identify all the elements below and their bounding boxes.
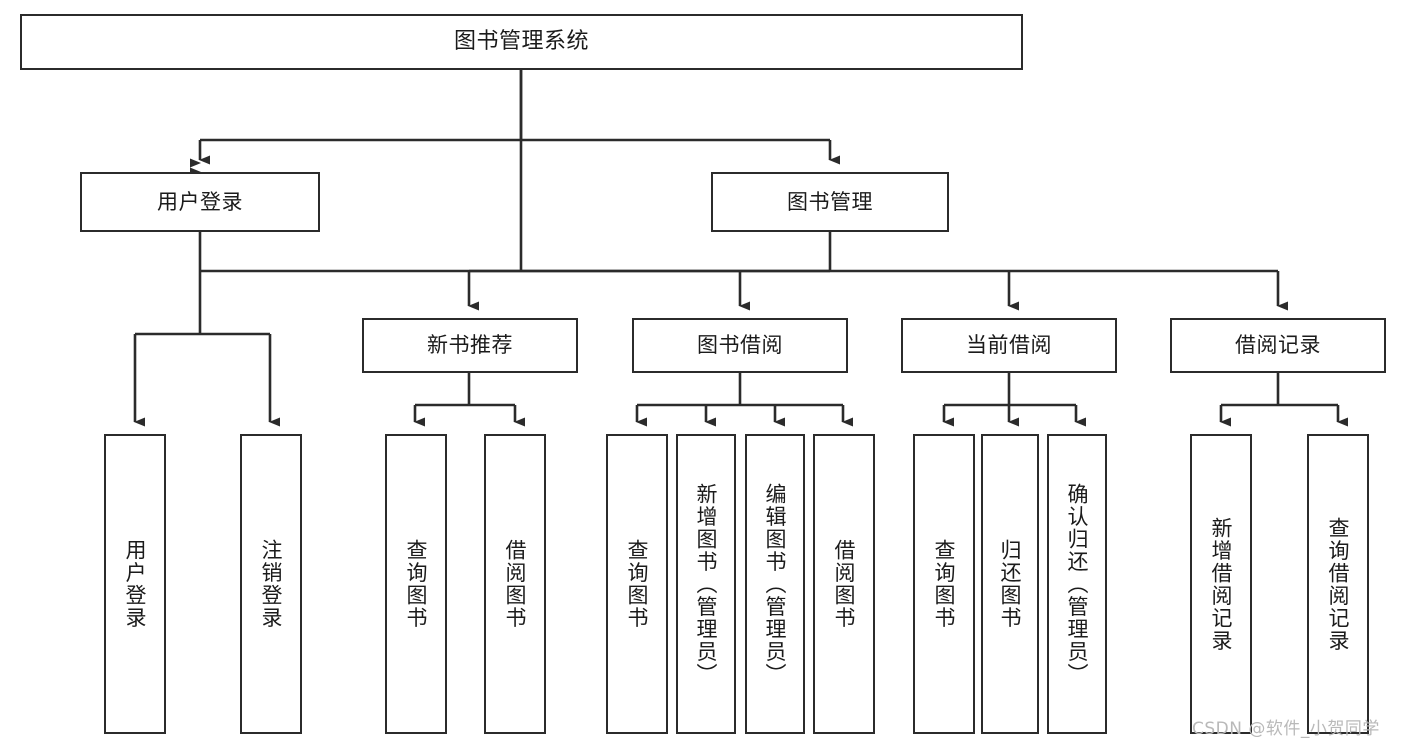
node-label: 借阅图书 xyxy=(832,539,857,629)
node-label: 图书管理系统 xyxy=(453,29,589,55)
node-leaf-edit-book[interactable]: 编辑图书（管理员） xyxy=(745,434,805,734)
node-user-login[interactable]: 用户登录 xyxy=(80,172,320,232)
node-label: 查询图书 xyxy=(932,539,957,629)
node-leaf-user-logout[interactable]: 注销登录 xyxy=(240,434,302,734)
node-leaf-user-login[interactable]: 用户登录 xyxy=(104,434,166,734)
node-leaf-query-book-recommend[interactable]: 查询图书 xyxy=(385,434,447,734)
node-label: 图书管理 xyxy=(787,189,873,214)
node-root-book-management-system[interactable]: 图书管理系统 xyxy=(20,14,1023,70)
node-label: 借阅记录 xyxy=(1235,333,1321,358)
node-label: 借阅图书 xyxy=(503,539,528,629)
node-current-borrow[interactable]: 当前借阅 xyxy=(901,318,1117,373)
node-label: 新增借阅记录 xyxy=(1209,516,1234,652)
node-leaf-confirm-return[interactable]: 确认归还（管理员） xyxy=(1047,434,1107,734)
node-label: 注销登录 xyxy=(259,539,284,629)
node-label: 查询图书 xyxy=(625,539,650,629)
node-label: 归还图书 xyxy=(998,539,1023,629)
node-leaf-query-borrow-record[interactable]: 查询借阅记录 xyxy=(1307,434,1369,734)
csdn-watermark: CSDN @软件_小贺同学 xyxy=(1192,719,1380,739)
node-label: 用户登录 xyxy=(123,539,148,629)
node-book-borrow[interactable]: 图书借阅 xyxy=(632,318,848,373)
node-label: 查询图书 xyxy=(404,539,429,629)
node-book-management[interactable]: 图书管理 xyxy=(711,172,949,232)
node-label: 查询借阅记录 xyxy=(1326,516,1351,652)
node-label: 编辑图书（管理员） xyxy=(763,482,788,686)
node-label: 确认归还（管理员） xyxy=(1065,482,1090,686)
node-leaf-borrow-book[interactable]: 借阅图书 xyxy=(813,434,875,734)
node-label: 当前借阅 xyxy=(966,333,1052,358)
node-leaf-borrow-book-recommend[interactable]: 借阅图书 xyxy=(484,434,546,734)
node-leaf-add-book[interactable]: 新增图书（管理员） xyxy=(676,434,736,734)
node-new-book-recommend[interactable]: 新书推荐 xyxy=(362,318,578,373)
node-label: 用户登录 xyxy=(157,189,243,214)
node-leaf-return-book[interactable]: 归还图书 xyxy=(981,434,1039,734)
node-leaf-query-book-current[interactable]: 查询图书 xyxy=(913,434,975,734)
node-label: 图书借阅 xyxy=(697,333,783,358)
node-borrow-record[interactable]: 借阅记录 xyxy=(1170,318,1386,373)
connector-root-to-level2 xyxy=(190,70,830,273)
node-leaf-add-borrow-record[interactable]: 新增借阅记录 xyxy=(1190,434,1252,734)
node-label: 新增图书（管理员） xyxy=(694,482,719,686)
node-label: 新书推荐 xyxy=(427,333,513,358)
node-leaf-query-book-borrow[interactable]: 查询图书 xyxy=(606,434,668,734)
